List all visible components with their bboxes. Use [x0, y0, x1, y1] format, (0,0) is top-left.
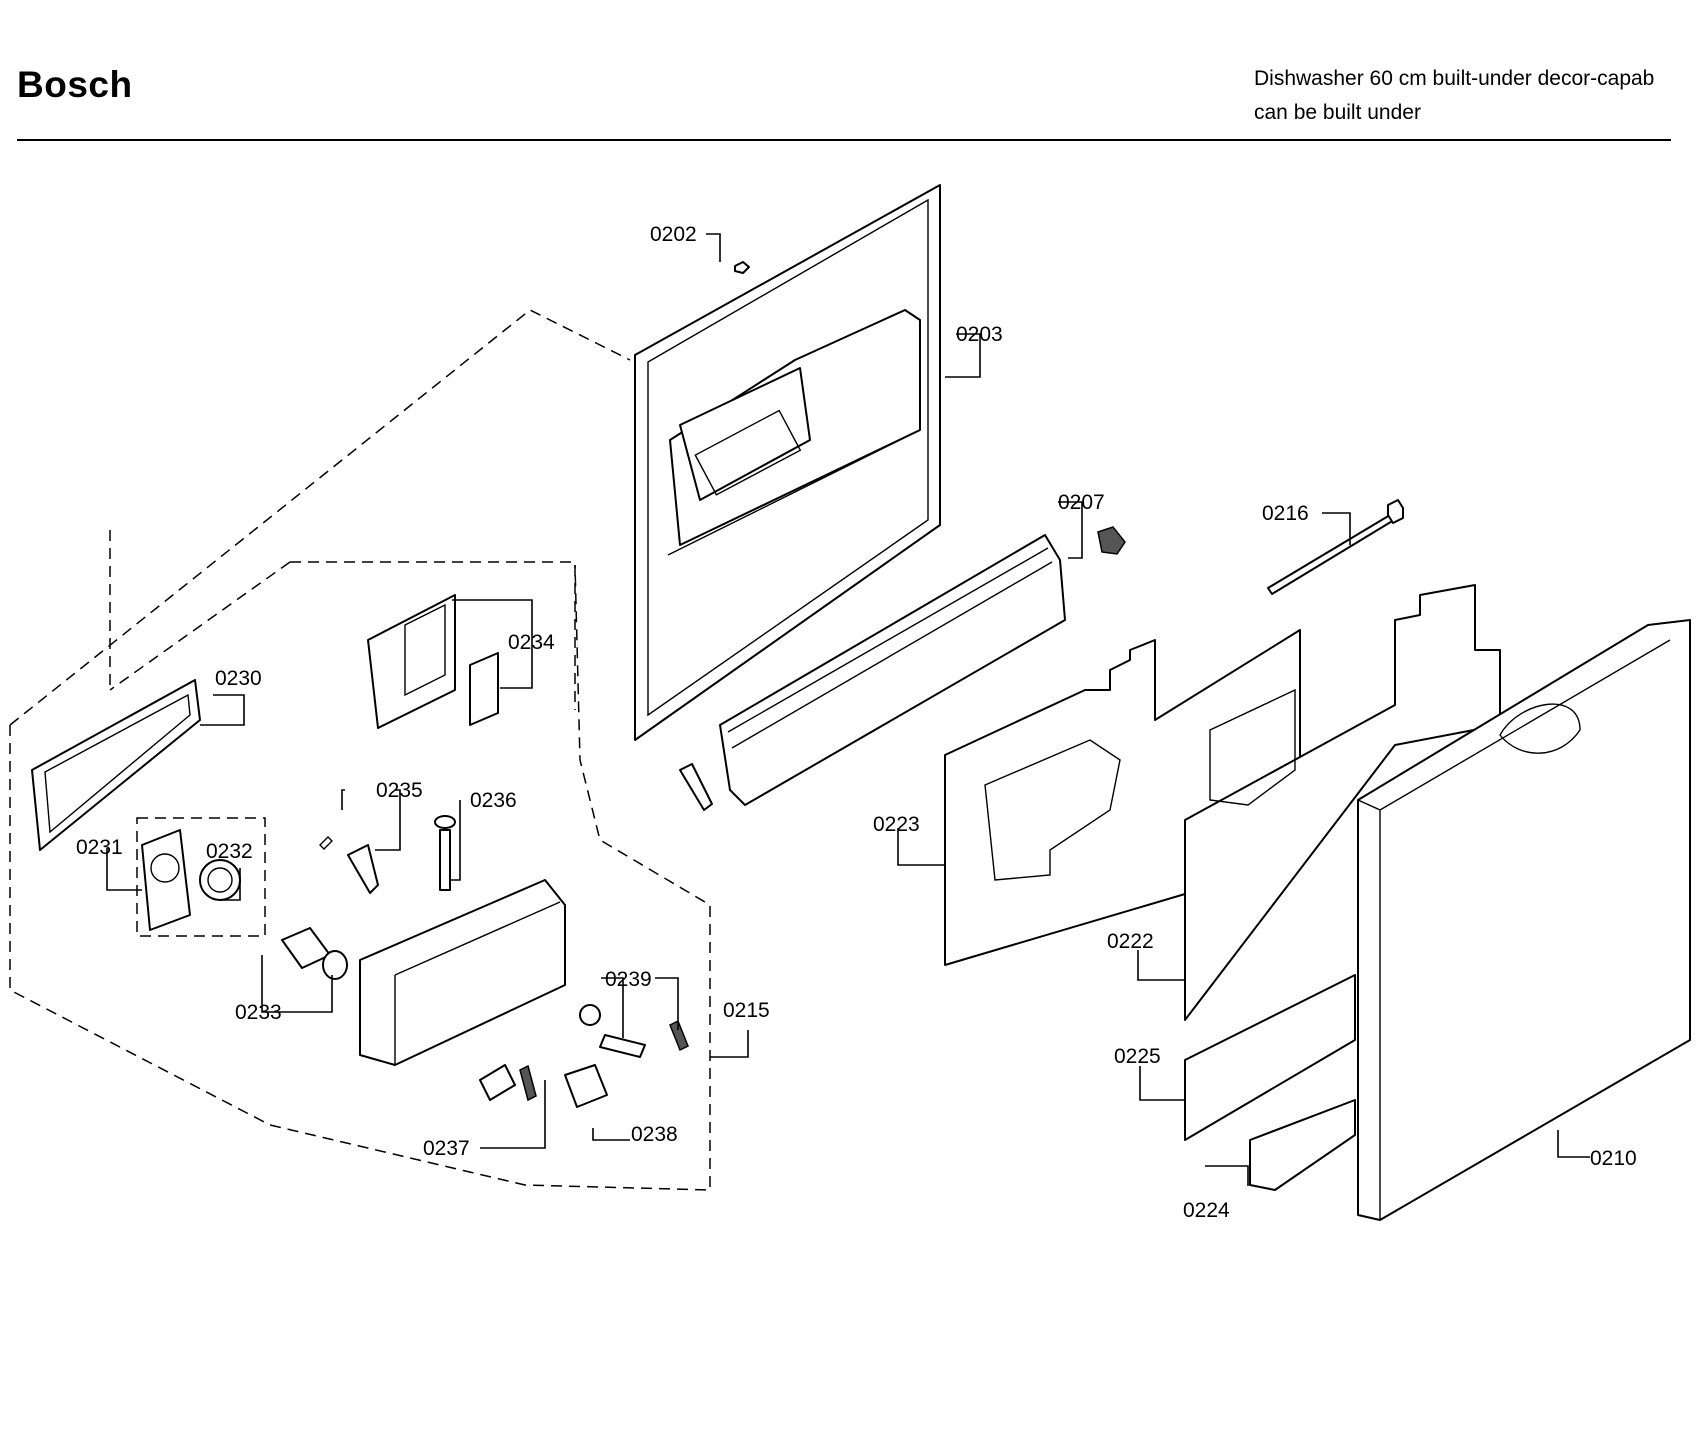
- model-description-line1: Dishwasher 60 cm built-under decor-capab: [1254, 67, 1655, 90]
- callout-0234: 0234: [508, 631, 555, 654]
- callout-0236: 0236: [470, 789, 517, 812]
- callout-0238: 0238: [631, 1123, 678, 1146]
- callout-labels: 0202 0203 0207 0216 0234 0230 0235 0236 …: [76, 223, 1637, 1222]
- part-0222-insulation-mat: [1184, 584, 1501, 1021]
- callout-0210: 0210: [1590, 1147, 1637, 1170]
- callout-0230: 0230: [215, 667, 262, 690]
- part-0238-switch: [564, 1064, 608, 1108]
- model-description-line2: can be built under: [1254, 101, 1421, 124]
- group-0215-outline: [109, 561, 576, 710]
- part-0231-dial-housing: [141, 829, 191, 931]
- callout-0216: 0216: [1262, 502, 1309, 525]
- part-0237-switch-parts: [479, 1064, 537, 1102]
- part-0239-lever: [579, 1004, 689, 1058]
- part-0224-handle: [1249, 1099, 1356, 1191]
- callout-0223: 0223: [873, 813, 920, 836]
- callout-0207: 0207: [1058, 491, 1105, 514]
- part-0225-strip: [1184, 974, 1356, 1141]
- part-0232-ring: [199, 859, 241, 901]
- brand-name: Bosch: [17, 64, 133, 105]
- group-0230-outline: [9, 309, 711, 1191]
- callout-0222: 0222: [1107, 930, 1154, 953]
- part-0233-knob: [281, 927, 348, 980]
- part-0235-spring: [319, 836, 379, 894]
- part-0234-grate: [367, 594, 499, 729]
- callout-0224: 0224: [1183, 1199, 1230, 1222]
- callout-0203: 0203: [956, 323, 1003, 346]
- part-0215-control-module: [359, 879, 566, 1066]
- part-0203-inner-door: [634, 184, 941, 741]
- group-0231-0232-outline: [136, 817, 266, 937]
- part-0230-frame: [31, 679, 201, 851]
- part-0202-screw: [734, 261, 750, 274]
- header-divider: [17, 139, 1671, 141]
- callout-0239: 0239: [605, 968, 652, 991]
- callout-0237: 0237: [423, 1137, 470, 1160]
- part-0207-trim-strip: [679, 526, 1126, 811]
- part-0210-front-panel: [1357, 619, 1691, 1221]
- callout-0233: 0233: [235, 1001, 282, 1024]
- callout-0235: 0235: [376, 779, 423, 802]
- part-0236-stem: [434, 815, 456, 891]
- leader-lines: [106, 233, 1590, 1186]
- callout-0225: 0225: [1114, 1045, 1161, 1068]
- callout-0232: 0232: [206, 840, 253, 863]
- callout-0231: 0231: [76, 836, 123, 859]
- callout-0202: 0202: [650, 223, 697, 246]
- callout-0215: 0215: [723, 999, 770, 1022]
